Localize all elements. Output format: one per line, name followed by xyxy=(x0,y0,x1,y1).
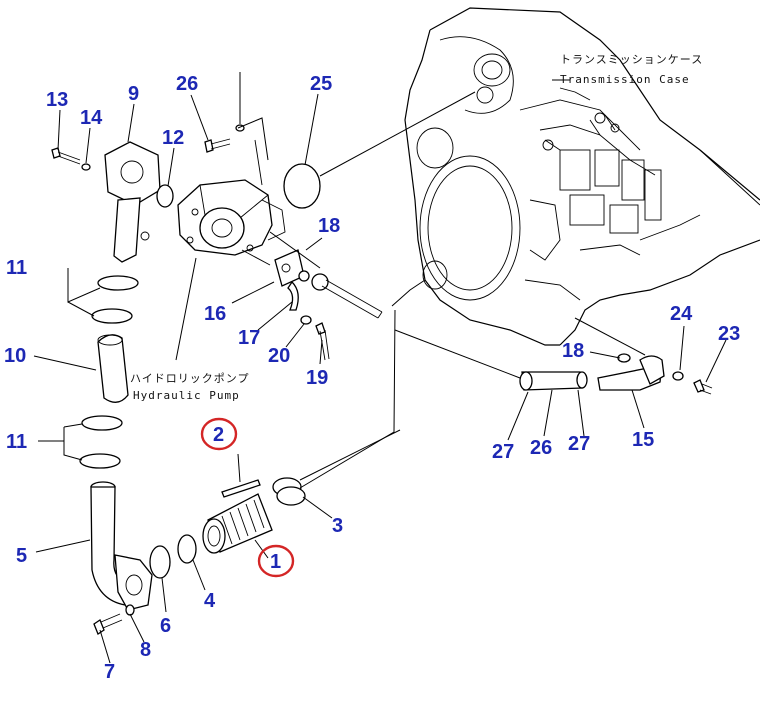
part-label-11-upper[interactable]: 11 xyxy=(6,257,27,279)
strainer-1-drawing xyxy=(202,493,273,554)
part-label-27-right[interactable]: 27 xyxy=(568,433,590,455)
part-label-12[interactable]: 12 xyxy=(162,127,184,149)
part-label-11-lower[interactable]: 11 xyxy=(6,431,27,453)
hydraulic-pump-drawing xyxy=(177,139,286,256)
part-label-1[interactable]: 1 xyxy=(270,551,281,573)
transmission-case-note-en: Transmission Case xyxy=(560,73,690,86)
part-label-19[interactable]: 19 xyxy=(306,367,328,389)
plate-assembly-drawing xyxy=(241,249,383,361)
part-label-8[interactable]: 8 xyxy=(140,639,151,661)
part-label-18-upper[interactable]: 18 xyxy=(318,215,340,237)
hydraulic-pump-note-jp: ハイドロリックポンプ xyxy=(130,372,249,385)
part-label-24[interactable]: 26 xyxy=(176,73,198,95)
part-label-2[interactable]: 2 xyxy=(213,424,224,446)
part-label-18-lower[interactable]: 18 xyxy=(562,340,584,362)
transmission-case-drawing xyxy=(404,7,760,346)
pipe-5-drawing xyxy=(90,481,153,611)
part-label-27-left[interactable]: 27 xyxy=(492,441,514,463)
gasket-4-drawing xyxy=(177,534,197,564)
part-label-20[interactable]: 20 xyxy=(268,345,290,367)
gasket-23-drawing xyxy=(283,163,321,209)
transmission-case-note-jp: トランスミッションケース xyxy=(560,53,703,66)
part-number-labels: 13 14 9 12 26 25 18 11 16 17 20 19 10 11… xyxy=(4,73,740,683)
highlight-circle-1 xyxy=(257,544,295,578)
gasket-6-drawing xyxy=(149,545,171,579)
part-label-22[interactable]: 24 xyxy=(670,303,693,325)
pin-2-drawing xyxy=(221,479,261,498)
o-rings-3-drawing xyxy=(272,477,306,506)
part-label-10[interactable]: 10 xyxy=(4,345,26,367)
leader-lines xyxy=(33,72,727,664)
clamps-and-hose-drawing xyxy=(79,275,139,469)
part-label-7[interactable]: 7 xyxy=(104,661,115,683)
part-label-13[interactable]: 13 xyxy=(46,89,68,111)
part-label-15[interactable]: 15 xyxy=(632,429,654,451)
part-label-16[interactable]: 16 xyxy=(204,303,226,325)
part-label-14[interactable]: 14 xyxy=(80,107,103,129)
highlight-circle-2 xyxy=(200,417,238,451)
tube-assembly-drawing xyxy=(519,353,713,395)
part-label-5[interactable]: 5 xyxy=(16,545,27,567)
reference-lines xyxy=(237,91,646,489)
bolt-7-washer-8-drawing xyxy=(93,604,135,635)
part-label-9[interactable]: 9 xyxy=(128,83,139,105)
part-label-6[interactable]: 6 xyxy=(160,615,171,637)
part-label-17[interactable]: 17 xyxy=(238,327,260,349)
part-9-elbow-drawing xyxy=(104,141,174,263)
part-label-3[interactable]: 3 xyxy=(332,515,343,537)
part-label-4[interactable]: 4 xyxy=(204,590,216,612)
bolts-upper-drawing xyxy=(51,124,245,171)
part-label-26[interactable]: 26 xyxy=(530,437,552,459)
part-label-21[interactable]: 23 xyxy=(718,323,740,345)
hydraulic-pump-note-en: Hydraulic Pump xyxy=(133,389,240,402)
part-label-23[interactable]: 25 xyxy=(310,73,332,95)
